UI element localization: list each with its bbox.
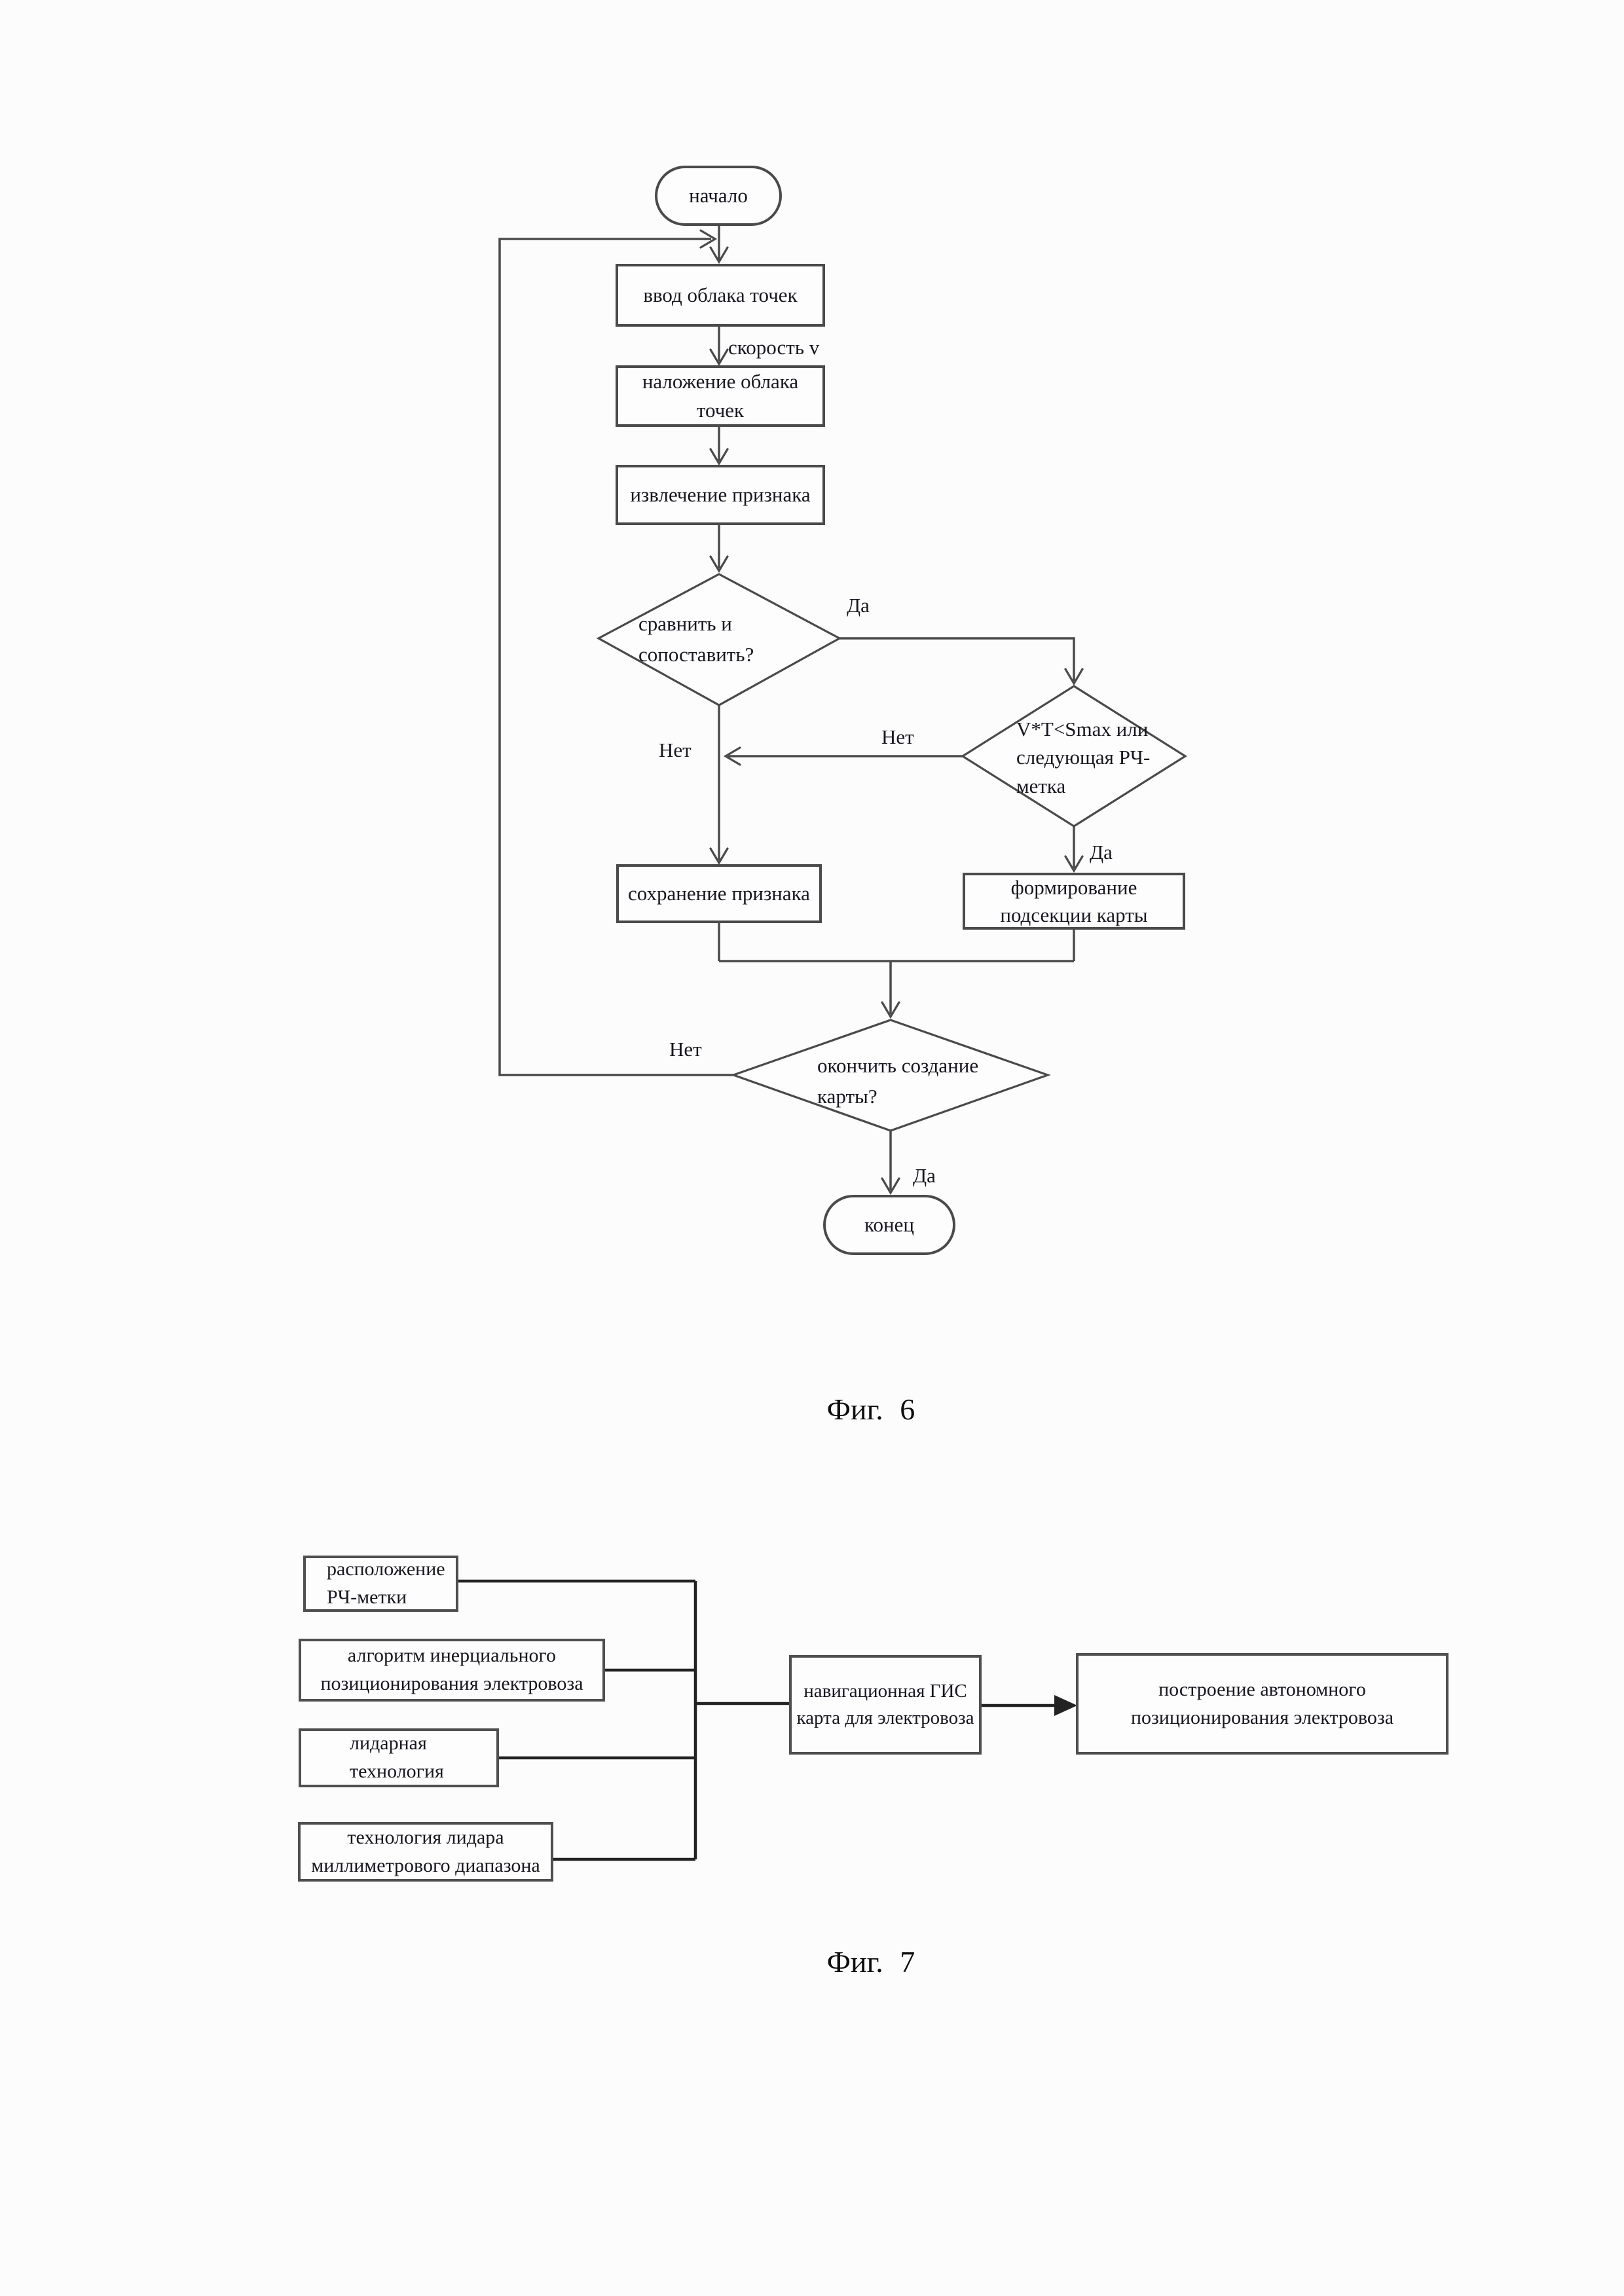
arrowhead: [709, 555, 729, 574]
extract-feature-box-shape: [616, 465, 825, 525]
arrowhead: [881, 1001, 900, 1019]
inertial-box-shape: [299, 1639, 605, 1702]
inertial-algorithm-label: алгоритм инерциального позиционирования …: [320, 1645, 583, 1694]
finish-map-decision-shape: [730, 1019, 1051, 1132]
input-cloud-box-shape: [616, 264, 825, 327]
start-node-label: начало: [689, 183, 748, 207]
autonomous-positioning-label: построение автономного позиционирования …: [1130, 1678, 1394, 1728]
compare-no-label: Нет: [659, 738, 692, 761]
end-terminator-shape: [823, 1195, 955, 1255]
overlay-cloud-label: наложение облака точек: [642, 369, 799, 422]
figure6-caption: Фиг. 6: [826, 1393, 915, 1426]
start-terminator-shape: [655, 166, 782, 226]
lidar-technology-label: лидарная технология: [350, 1732, 444, 1782]
rf-yes-label: Да: [1090, 841, 1113, 864]
mm-lidar-box-shape: [298, 1822, 553, 1882]
finish-yes-label: Да: [913, 1164, 936, 1187]
compare-decision-shape: [596, 573, 842, 706]
compare-decision-label: сравнить и сопоставить?: [638, 612, 754, 666]
gis-map-label: навигационная ГИС карта для электровоза: [796, 1680, 974, 1728]
arrowhead: [709, 348, 729, 367]
arrowhead: [709, 246, 729, 264]
rf-location-label: расположение РЧ-метки: [327, 1558, 445, 1608]
extract-feature-label: извлечение признака: [630, 483, 811, 506]
compare-yes-label: Да: [847, 594, 870, 617]
finish-map-decision-label: окончить создание карты?: [817, 1054, 979, 1108]
rf-check-decision-label: V*T<Smax или следующая РЧ- метка: [1016, 718, 1151, 797]
save-feature-box-shape: [616, 864, 822, 923]
fig6-shapes: [498, 166, 1188, 1255]
mm-lidar-technology-label: технология лидара миллиметрового диапазо…: [311, 1826, 540, 1876]
gis-box-shape: [789, 1655, 982, 1755]
arrowhead: [699, 229, 718, 249]
fig7-shapes: [298, 1556, 1449, 1882]
form-subsection-label: формирование подсекции карты: [1000, 875, 1148, 926]
overlay-cloud-box-shape: [616, 365, 825, 427]
autonomous-box-shape: [1076, 1653, 1449, 1755]
save-feature-label: сохранение признака: [628, 881, 810, 905]
rf-check-decision-shape: [960, 685, 1188, 828]
speed-edge-label: скорость v: [728, 336, 820, 359]
arrowhead: [723, 746, 741, 766]
rf-location-box-shape: [303, 1556, 458, 1612]
figure7-caption: Фиг. 7: [826, 1945, 915, 1978]
input-cloud-label: ввод облака точек: [643, 283, 798, 306]
end-node-label: конец: [864, 1212, 914, 1236]
arrowhead: [1064, 668, 1084, 686]
arrowhead: [881, 1177, 900, 1195]
edge-loop-back: [498, 238, 733, 1076]
lidar-box-shape: [299, 1728, 499, 1787]
finish-no-label: Нет: [669, 1038, 702, 1061]
arrowhead: [709, 448, 729, 466]
arrowhead-filled: [1054, 1695, 1077, 1716]
arrowhead: [709, 847, 729, 866]
arrowhead: [1064, 855, 1084, 873]
form-subsection-box-shape: [963, 873, 1185, 930]
edge-compare-yes: [840, 637, 1075, 681]
rf-no-label: Нет: [881, 725, 914, 748]
